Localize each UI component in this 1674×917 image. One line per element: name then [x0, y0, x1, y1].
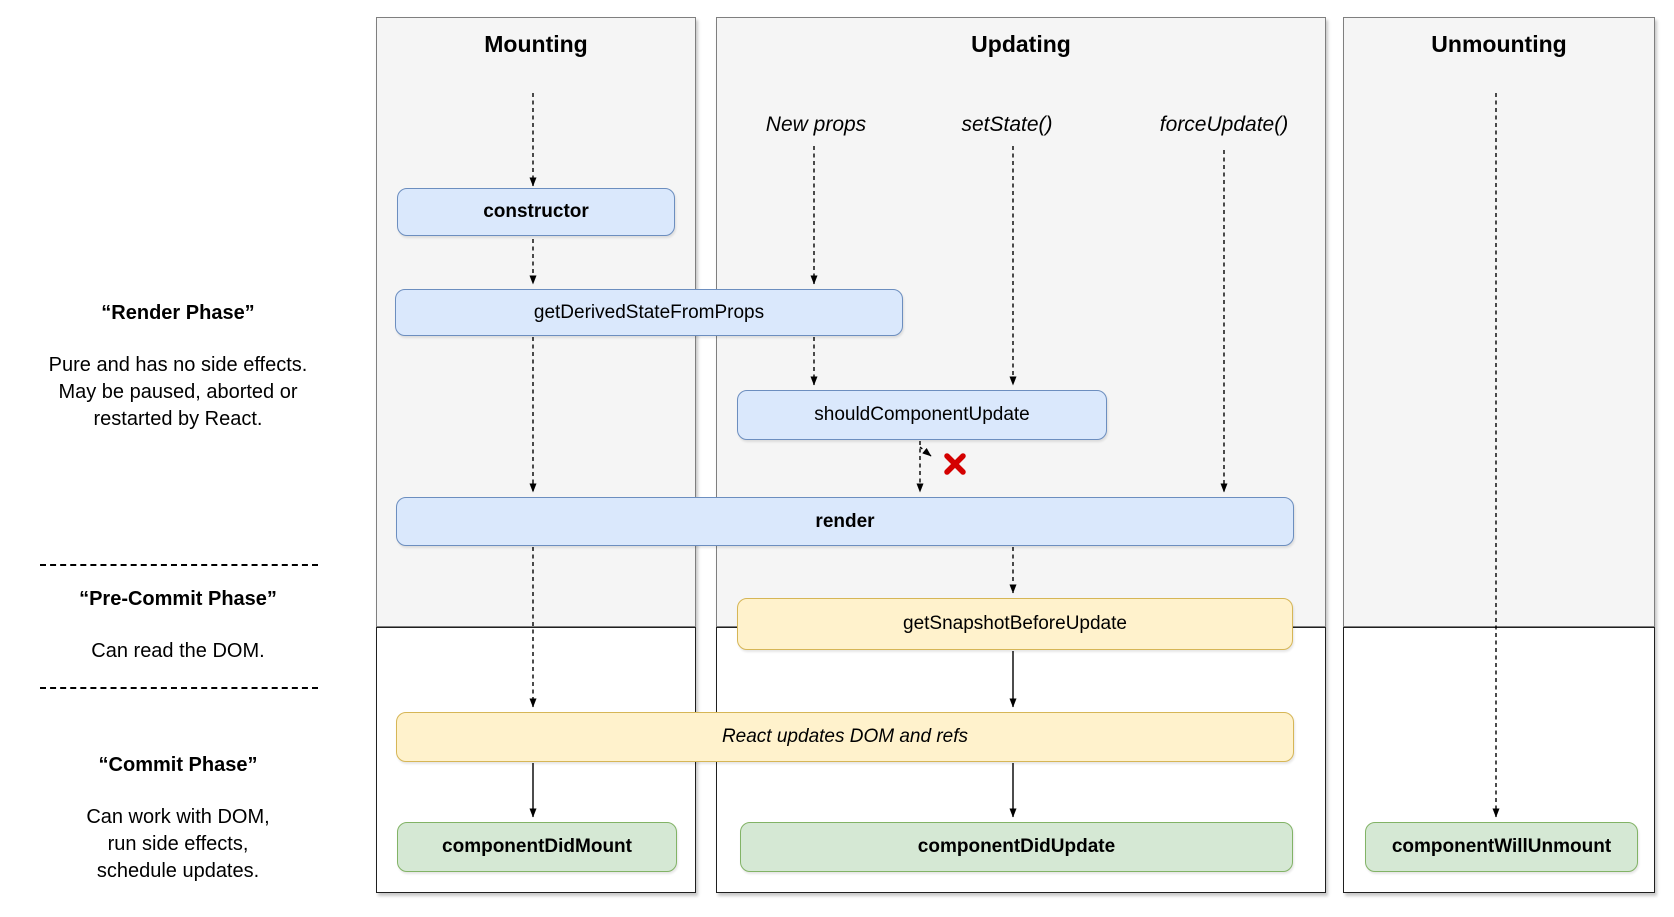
commit-phase-line-2: run side effects,	[107, 833, 249, 855]
unmounting-column-panel	[1343, 17, 1655, 893]
get-derived-state-from-props-box: getDerivedStateFromProps	[395, 289, 903, 336]
component-will-unmount-box: componentWillUnmount	[1365, 822, 1638, 872]
phase-divider-bottom	[40, 687, 318, 689]
render-phase-line-1: Pure and has no side effects.	[48, 354, 308, 376]
render-box: render	[396, 497, 1294, 546]
commit-phase-title: “Commit Phase”	[98, 754, 258, 776]
unmounting-render-phase-region	[1343, 17, 1655, 627]
mounting-column-title: Mounting	[484, 31, 588, 57]
react-updates-dom-box: React updates DOM and refs	[396, 712, 1294, 762]
updating-column-title: Updating	[971, 31, 1071, 57]
pre-commit-phase-description: Can read the DOM.	[91, 640, 265, 662]
commit-phase-line-1: Can work with DOM,	[86, 806, 270, 828]
render-phase-line-3: restarted by React.	[93, 408, 263, 430]
render-phase-line-2: May be paused, aborted or	[58, 381, 298, 403]
commit-phase-line-3: schedule updates.	[96, 860, 260, 882]
pre-commit-phase-title: “Pre-Commit Phase”	[79, 588, 277, 610]
render-phase-title: “Render Phase”	[101, 302, 255, 324]
render-phase-description: Pure and has no side effects. May be pau…	[28, 352, 328, 433]
trigger-new-props: New props	[765, 113, 867, 136]
should-component-update-box: shouldComponentUpdate	[737, 390, 1107, 440]
get-snapshot-before-update-box: getSnapshotBeforeUpdate	[737, 598, 1293, 650]
trigger-set-state: setState()	[961, 113, 1053, 136]
phase-divider-top	[40, 564, 318, 566]
component-did-mount-box: componentDidMount	[397, 822, 677, 872]
component-did-update-box: componentDidUpdate	[740, 822, 1293, 872]
unmounting-column-title: Unmounting	[1431, 31, 1567, 57]
trigger-force-update: forceUpdate()	[1159, 113, 1289, 136]
commit-phase-description: Can work with DOM, run side effects, sch…	[28, 804, 328, 885]
constructor-box: constructor	[397, 188, 675, 236]
